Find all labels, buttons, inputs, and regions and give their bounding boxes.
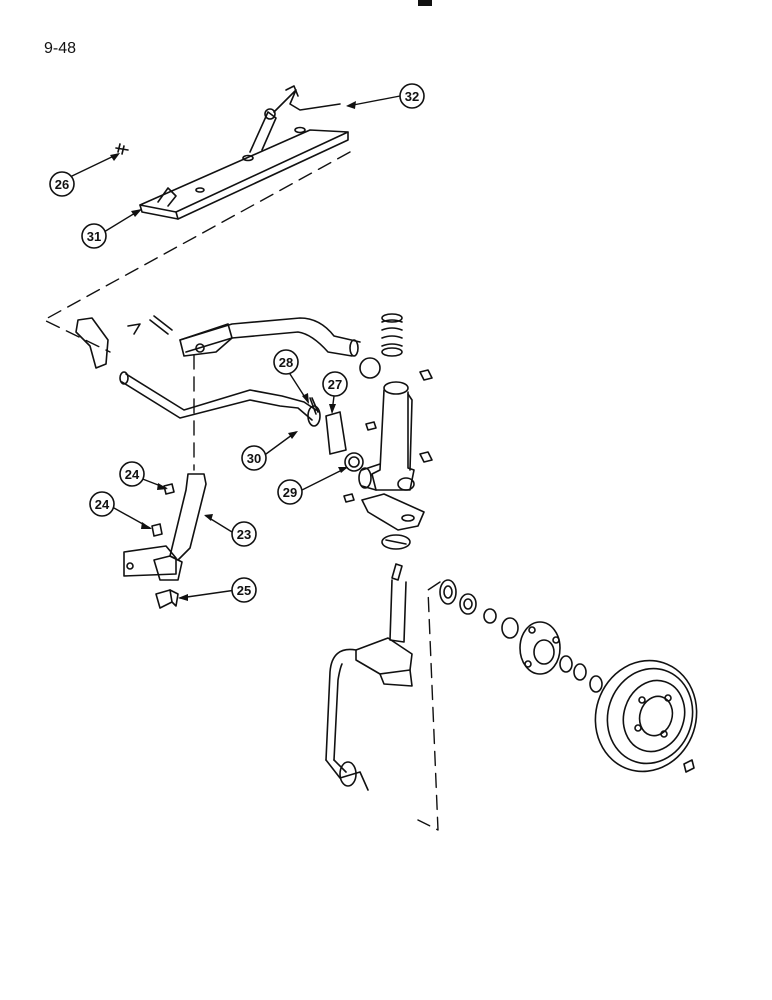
callout-24-lower: 24	[89, 491, 115, 517]
page-number: 9-48	[44, 40, 77, 57]
callout-27-label: 27	[328, 377, 342, 392]
dashed-line-support-to-arm	[43, 151, 351, 353]
callout-25: 25	[231, 577, 257, 603]
callout-25-label: 25	[237, 583, 251, 598]
callout-28: 28	[273, 349, 299, 375]
small-pin-part-26	[115, 143, 129, 155]
callout-30: 30	[241, 445, 267, 471]
callout-29-label: 29	[283, 485, 297, 500]
top-edge-mark	[418, 0, 432, 6]
support-bar-part-31	[139, 108, 349, 220]
wheel-rim	[594, 659, 698, 773]
assembly-dashed-lines	[43, 151, 441, 831]
callout-31-label: 31	[87, 229, 101, 244]
dashed-line-wheel-hub	[417, 581, 441, 831]
callout-26-label: 26	[55, 177, 69, 192]
callout-24-upper: 24	[119, 461, 145, 487]
bracket-part-23	[123, 473, 207, 581]
callout-27: 27	[322, 371, 348, 397]
callout-32-label: 32	[405, 89, 419, 104]
callout-24-upper-label: 24	[125, 467, 140, 482]
callout-bubbles: 32 26 31 28 27 30	[49, 83, 425, 603]
callout-23: 23	[231, 521, 257, 547]
callout-26: 26	[49, 171, 75, 197]
axle-kingpin-assembly	[325, 563, 413, 791]
callout-28-label: 28	[279, 355, 293, 370]
callout-32: 32	[399, 83, 425, 109]
hub-bearings-assembly	[439, 579, 603, 693]
spring-wire-part-32	[273, 85, 341, 113]
clamp-part-25	[155, 589, 179, 609]
callout-30-label: 30	[247, 451, 261, 466]
callout-23-label: 23	[237, 527, 251, 542]
callout-31: 31	[81, 223, 107, 249]
callout-29: 29	[277, 479, 303, 505]
callout-24-lower-label: 24	[95, 497, 110, 512]
leader-arrowheads	[110, 101, 356, 601]
upper-arm-assembly	[75, 315, 361, 427]
spindle-housing-assembly	[325, 313, 433, 550]
